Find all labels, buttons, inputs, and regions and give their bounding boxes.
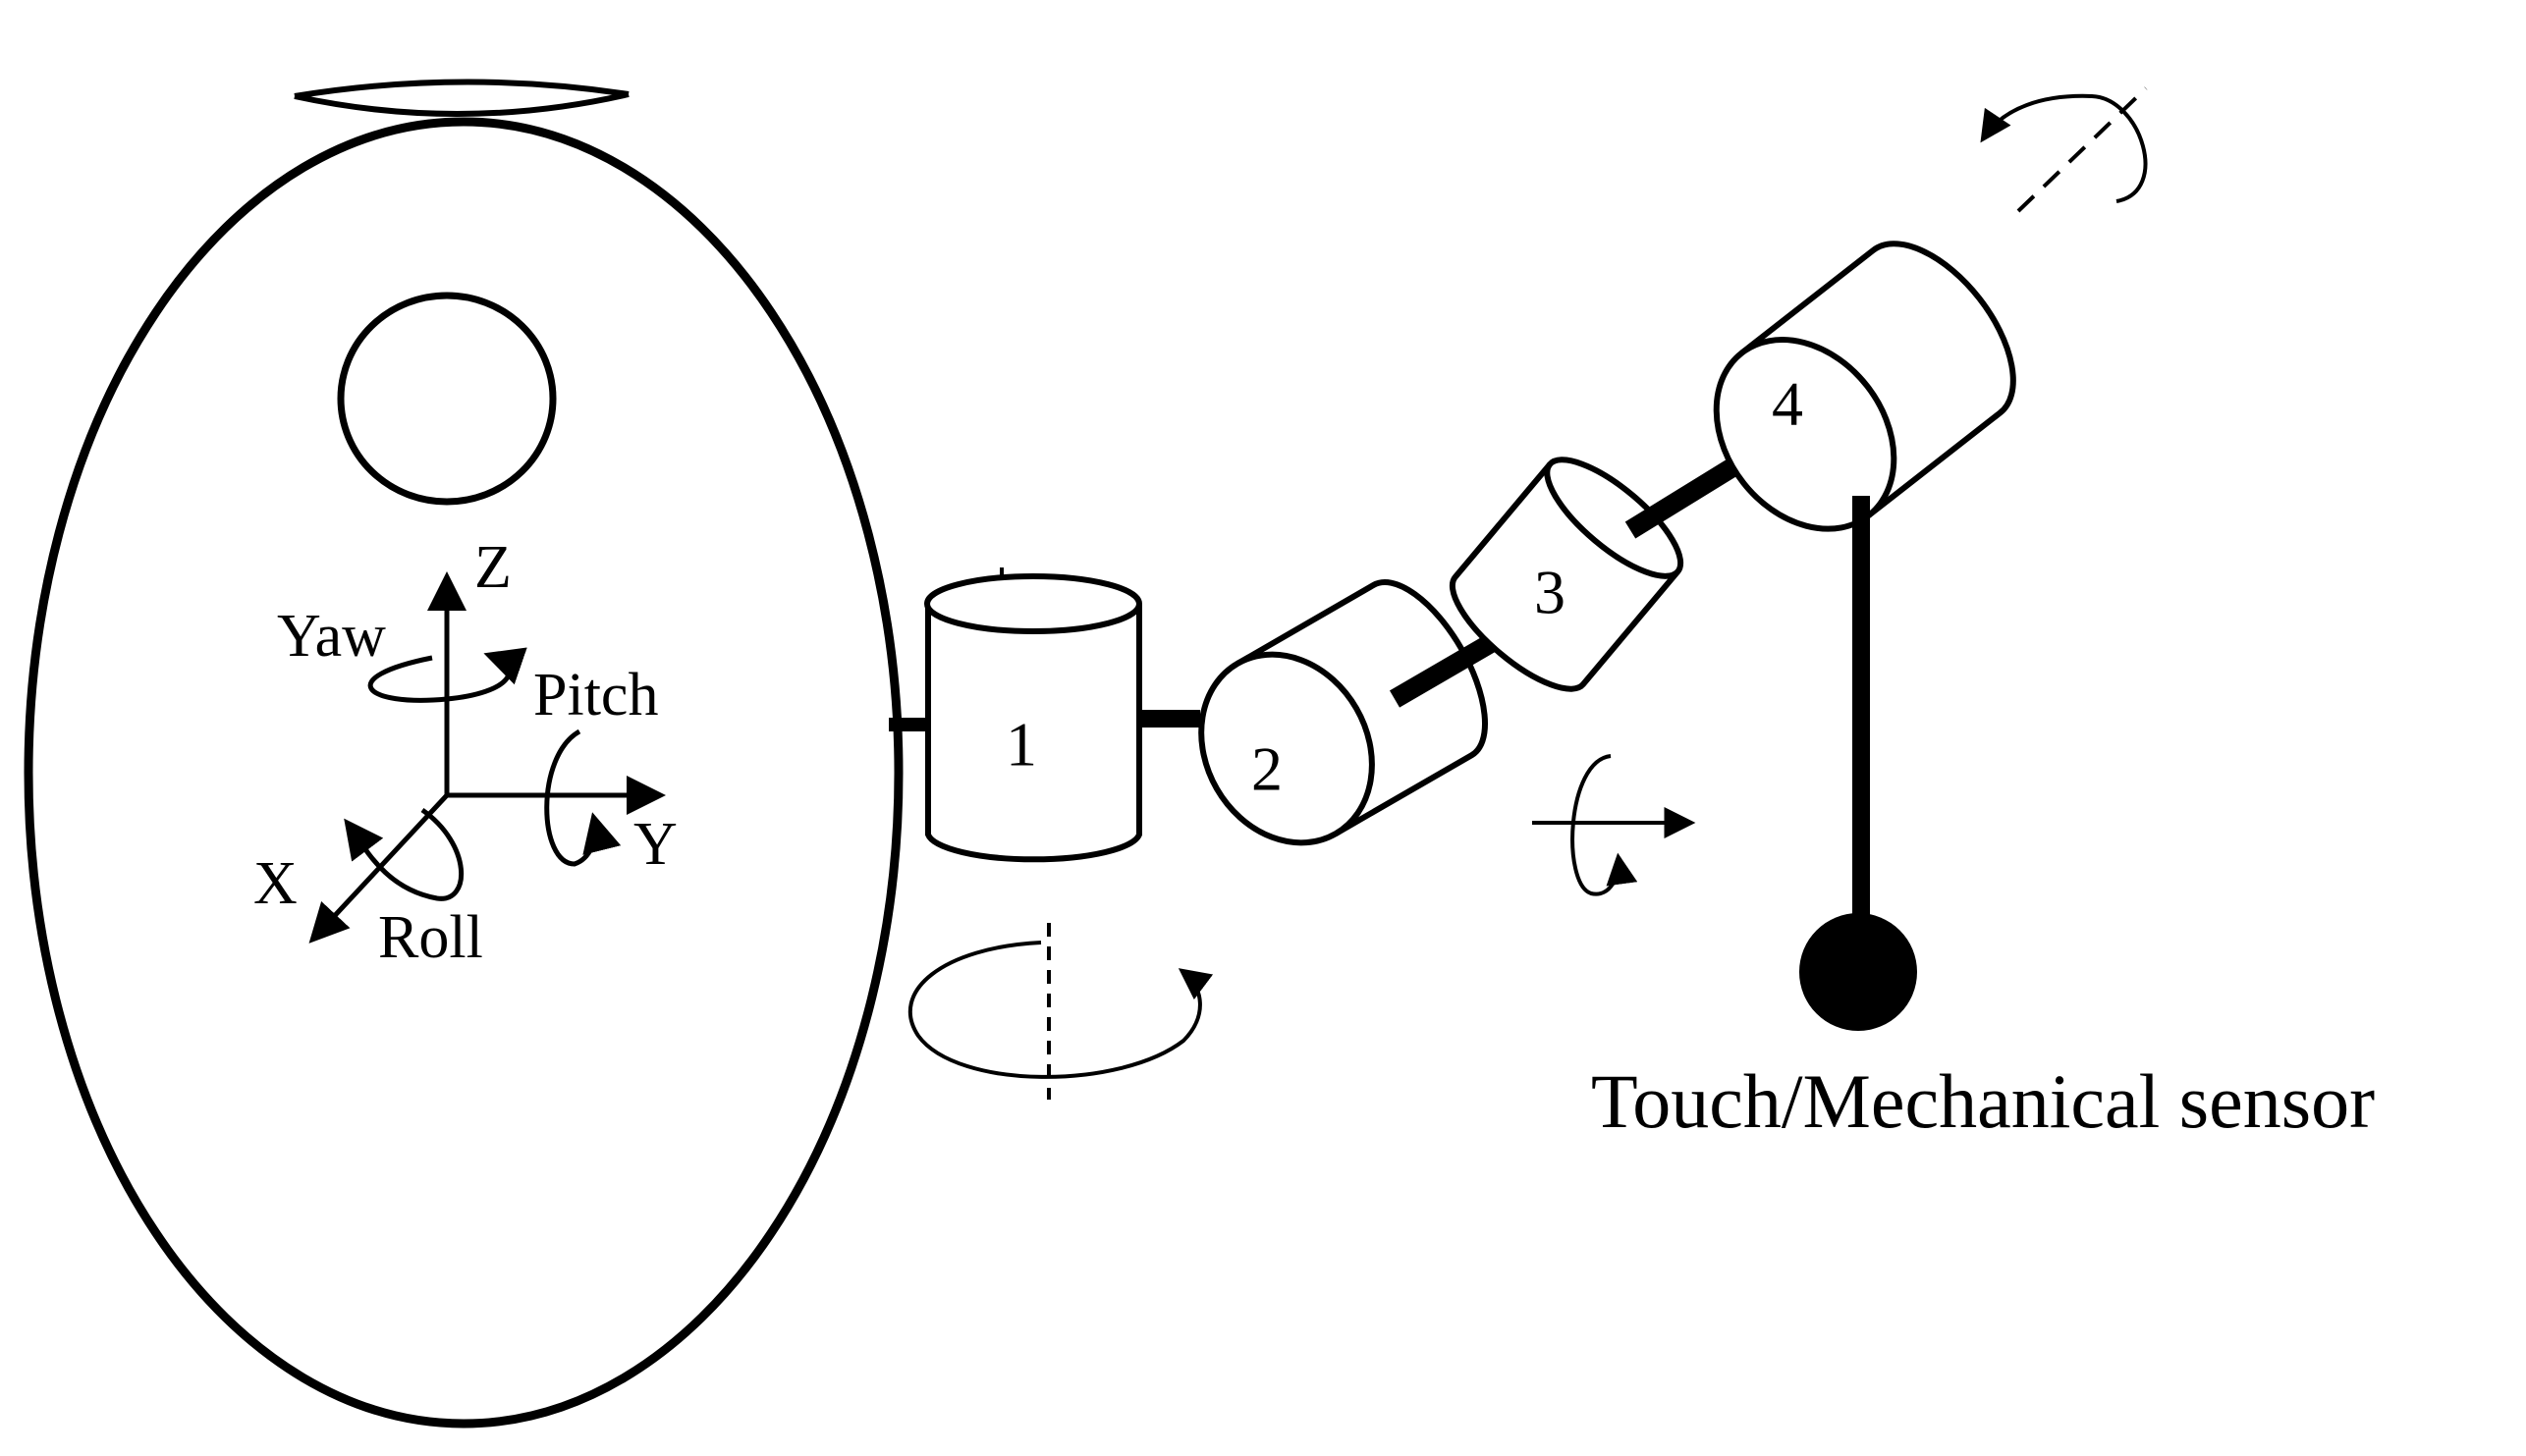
joint-4-label: 4 bbox=[1772, 369, 1803, 439]
yaw-label: Yaw bbox=[277, 603, 386, 670]
sensor-label: Touch/Mechanical sensor bbox=[1591, 1058, 2375, 1144]
joint-1-rotation-indicator bbox=[907, 923, 1214, 1100]
joint-1 bbox=[924, 567, 1142, 863]
pitch-label: Pitch bbox=[533, 662, 658, 728]
joint-3-label: 3 bbox=[1534, 558, 1565, 627]
yaw-rotation-arrow bbox=[367, 647, 527, 703]
head-top-cap bbox=[294, 91, 630, 117]
eye-circle bbox=[337, 292, 557, 506]
joint-3-rotation-indicator bbox=[1532, 754, 1696, 896]
head-ellipse bbox=[24, 117, 904, 1429]
x-axis-label: X bbox=[253, 850, 298, 917]
y-axis-label: Y bbox=[633, 811, 678, 878]
z-axis-label: Z bbox=[474, 534, 512, 601]
touch-sensor bbox=[1799, 913, 1917, 1031]
axis-labels: Z Y X Yaw Pitch Roll bbox=[253, 534, 678, 971]
joint-3 bbox=[1449, 457, 1684, 692]
joint-4-rotation-indicator bbox=[1980, 86, 2148, 213]
head-outline bbox=[24, 79, 904, 1429]
pitch-rotation-arrow bbox=[544, 728, 622, 867]
joint-1-label: 1 bbox=[1006, 710, 1037, 780]
coordinate-frame bbox=[308, 571, 666, 944]
roll-label: Roll bbox=[378, 904, 483, 971]
joint2-to-joint3-link bbox=[1389, 627, 1509, 708]
joint-4 bbox=[1713, 241, 2016, 532]
joint-2-label: 2 bbox=[1251, 734, 1283, 804]
joint-2 bbox=[1198, 579, 1489, 846]
roll-rotation-arrow bbox=[344, 807, 465, 901]
